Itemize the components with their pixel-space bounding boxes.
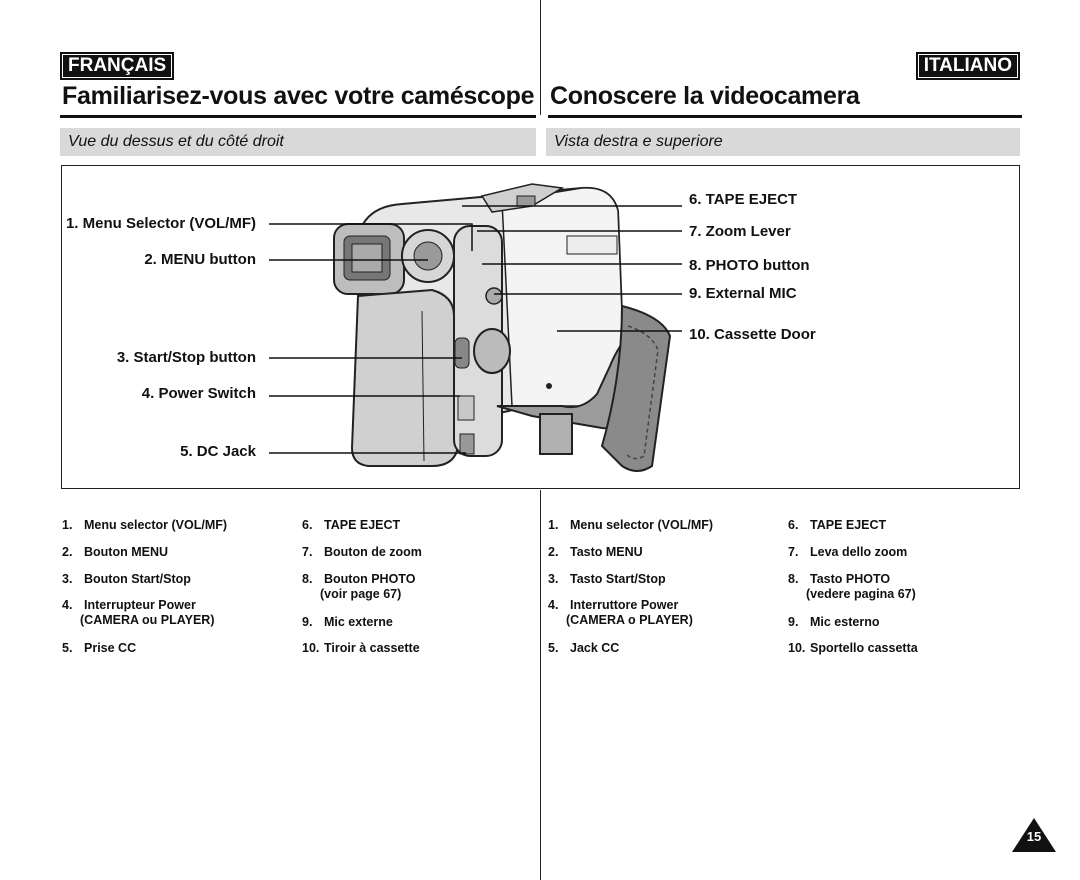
legend-item: 7.Leva dello zoom (788, 545, 908, 559)
legend-item: 7.Bouton de zoom (302, 545, 422, 559)
legend-item: 2.Bouton MENU (62, 545, 169, 559)
callout-start-stop-button: 3. Start/Stop button (116, 349, 256, 366)
callout-leader-lines (269, 205, 682, 454)
callout-photo-button: 8. PHOTO button (689, 257, 810, 274)
legend-item: 9.Mic externe (302, 615, 393, 629)
callout-menu-selector: 1. Menu Selector (VOL/MF) (65, 215, 256, 232)
callout-zoom-lever: 7. Zoom Lever (689, 223, 791, 240)
column-divider-top (540, 0, 541, 115)
legend-item: 3.Bouton Start/Stop (62, 572, 191, 586)
column-divider-bottom (540, 490, 541, 880)
page-number: 15 (1026, 829, 1042, 844)
legend-item: 8.Bouton PHOTO(voir page 67) (302, 572, 416, 601)
legend-item: 6.TAPE EJECT (788, 518, 887, 532)
callout-power-switch: 4. Power Switch (141, 385, 256, 402)
legend-item: 8.Tasto PHOTO(vedere pagina 67) (788, 572, 916, 601)
legend-item: 2.Tasto MENU (548, 545, 643, 559)
legend-item: 1.Menu selector (VOL/MF) (548, 518, 714, 532)
legend-item: 5.Prise CC (62, 641, 137, 655)
title-rule-italian (548, 115, 1022, 118)
callout-dc-jack: 5. DC Jack (180, 443, 256, 460)
legend-item: 4.Interrupteur Power(CAMERA ou PLAYER) (62, 598, 215, 627)
callout-cassette-door: 10. Cassette Door (689, 326, 816, 343)
legend-item: 10.Sportello cassetta (788, 641, 918, 655)
legend-item: 6.TAPE EJECT (302, 518, 401, 532)
callout-external-mic: 9. External MIC (689, 285, 797, 302)
language-badge-italian: ITALIANO (915, 52, 1020, 80)
camcorder-diagram: 1. Menu Selector (VOL/MF) 2. MENU button… (61, 165, 1020, 489)
camcorder-illustration (333, 183, 672, 472)
legend-item: 10.Tiroir à cassette (302, 641, 420, 655)
legend-item: 4.Interruttore Power(CAMERA o PLAYER) (548, 598, 693, 627)
title-rule-french (60, 115, 536, 118)
page-title-french: Familiarisez-vous avec votre caméscope (62, 82, 535, 110)
callout-tape-eject: 6. TAPE EJECT (689, 191, 798, 208)
legend-item: 9.Mic esterno (788, 615, 880, 629)
language-badge-french: FRANÇAIS (60, 52, 175, 80)
legend-item: 1.Menu selector (VOL/MF) (62, 518, 228, 532)
section-subtitle-italian: Vista destra e superiore (546, 128, 1020, 156)
legend-item: 5.Jack CC (548, 641, 620, 655)
legend-item: 3.Tasto Start/Stop (548, 572, 666, 586)
page-title-italian: Conoscere la videocamera (550, 82, 860, 110)
page-number-badge (1012, 818, 1056, 852)
callout-menu-button: 2. MENU button (144, 251, 256, 268)
section-subtitle-french: Vue du dessus et du côté droit (60, 128, 536, 156)
